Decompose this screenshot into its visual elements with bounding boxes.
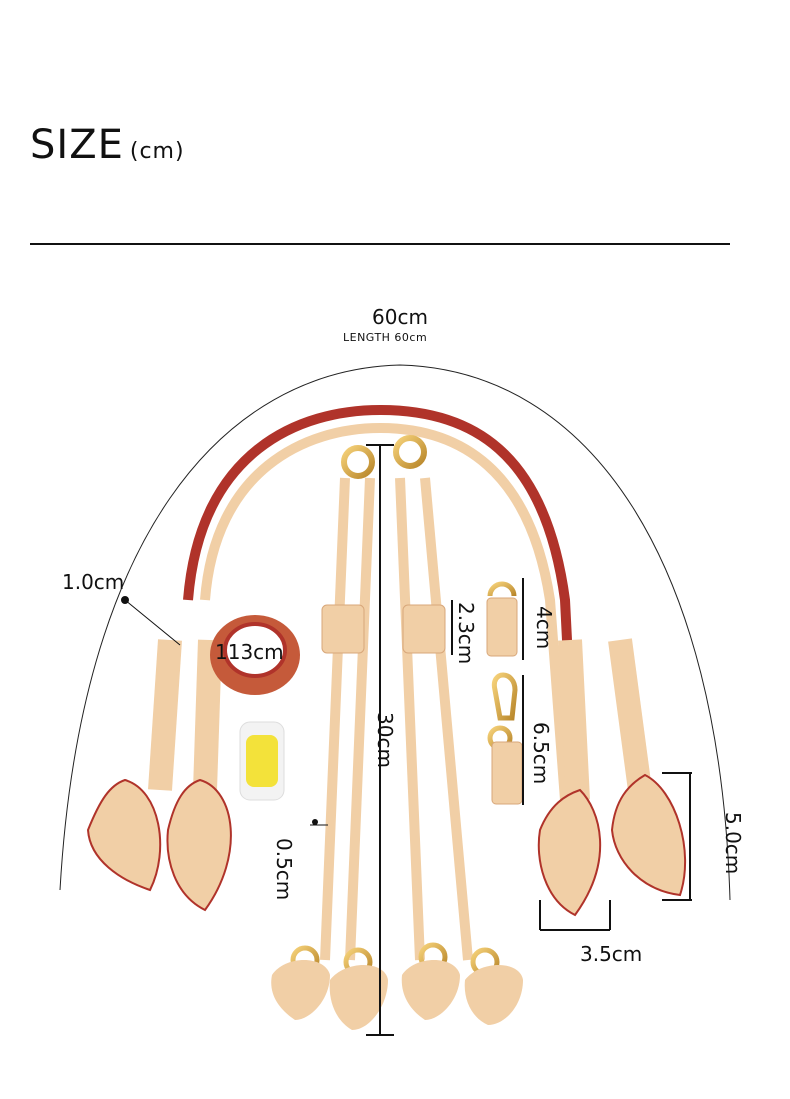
- end-tab-width-label: 3.5cm: [580, 942, 643, 966]
- drop-strap-pair: [271, 435, 523, 1030]
- length-arc: [59, 364, 731, 901]
- width-marker-dot: [121, 596, 129, 604]
- page-title: SIZE(cm): [30, 122, 185, 168]
- title-divider: [30, 243, 730, 245]
- thread-spool: [239, 721, 285, 801]
- title-unit: (cm): [129, 139, 185, 164]
- end-tab-right-2: [610, 773, 687, 897]
- drop-end-3: [401, 960, 460, 1020]
- clasp-tab: [487, 672, 523, 805]
- loop-width-label: 2.3cm: [454, 602, 478, 665]
- drop-strap-length-label: 30cm: [373, 712, 397, 768]
- strap-length-label: 60cm: [372, 305, 428, 329]
- drop-strap-width-label: 0.5cm: [272, 838, 296, 901]
- end-tab-left-1: [86, 778, 162, 892]
- d-ring-tab: [486, 581, 518, 657]
- end-tab-right-1: [537, 788, 602, 917]
- strap-length-caption: LENGTH 60cm: [343, 331, 428, 344]
- tape-roll: [210, 615, 300, 695]
- strap-width-label: 1.0cm: [62, 570, 125, 594]
- clasp-length-label: 6.5cm: [529, 722, 553, 785]
- tab-length-label: 4cm: [532, 606, 556, 650]
- drop-width-marker-dot: [312, 819, 318, 825]
- tape-length-label: 113cm: [215, 640, 284, 664]
- long-strap-pair: [86, 404, 687, 917]
- title-text: SIZE: [30, 122, 124, 168]
- dimension-lines: [124, 444, 692, 1036]
- end-tab-left-2: [166, 778, 232, 912]
- drop-end-1: [271, 960, 330, 1020]
- drop-end-4: [464, 965, 523, 1025]
- drop-end-2: [329, 965, 388, 1030]
- end-tab-height-label: 5.0cm: [721, 812, 745, 875]
